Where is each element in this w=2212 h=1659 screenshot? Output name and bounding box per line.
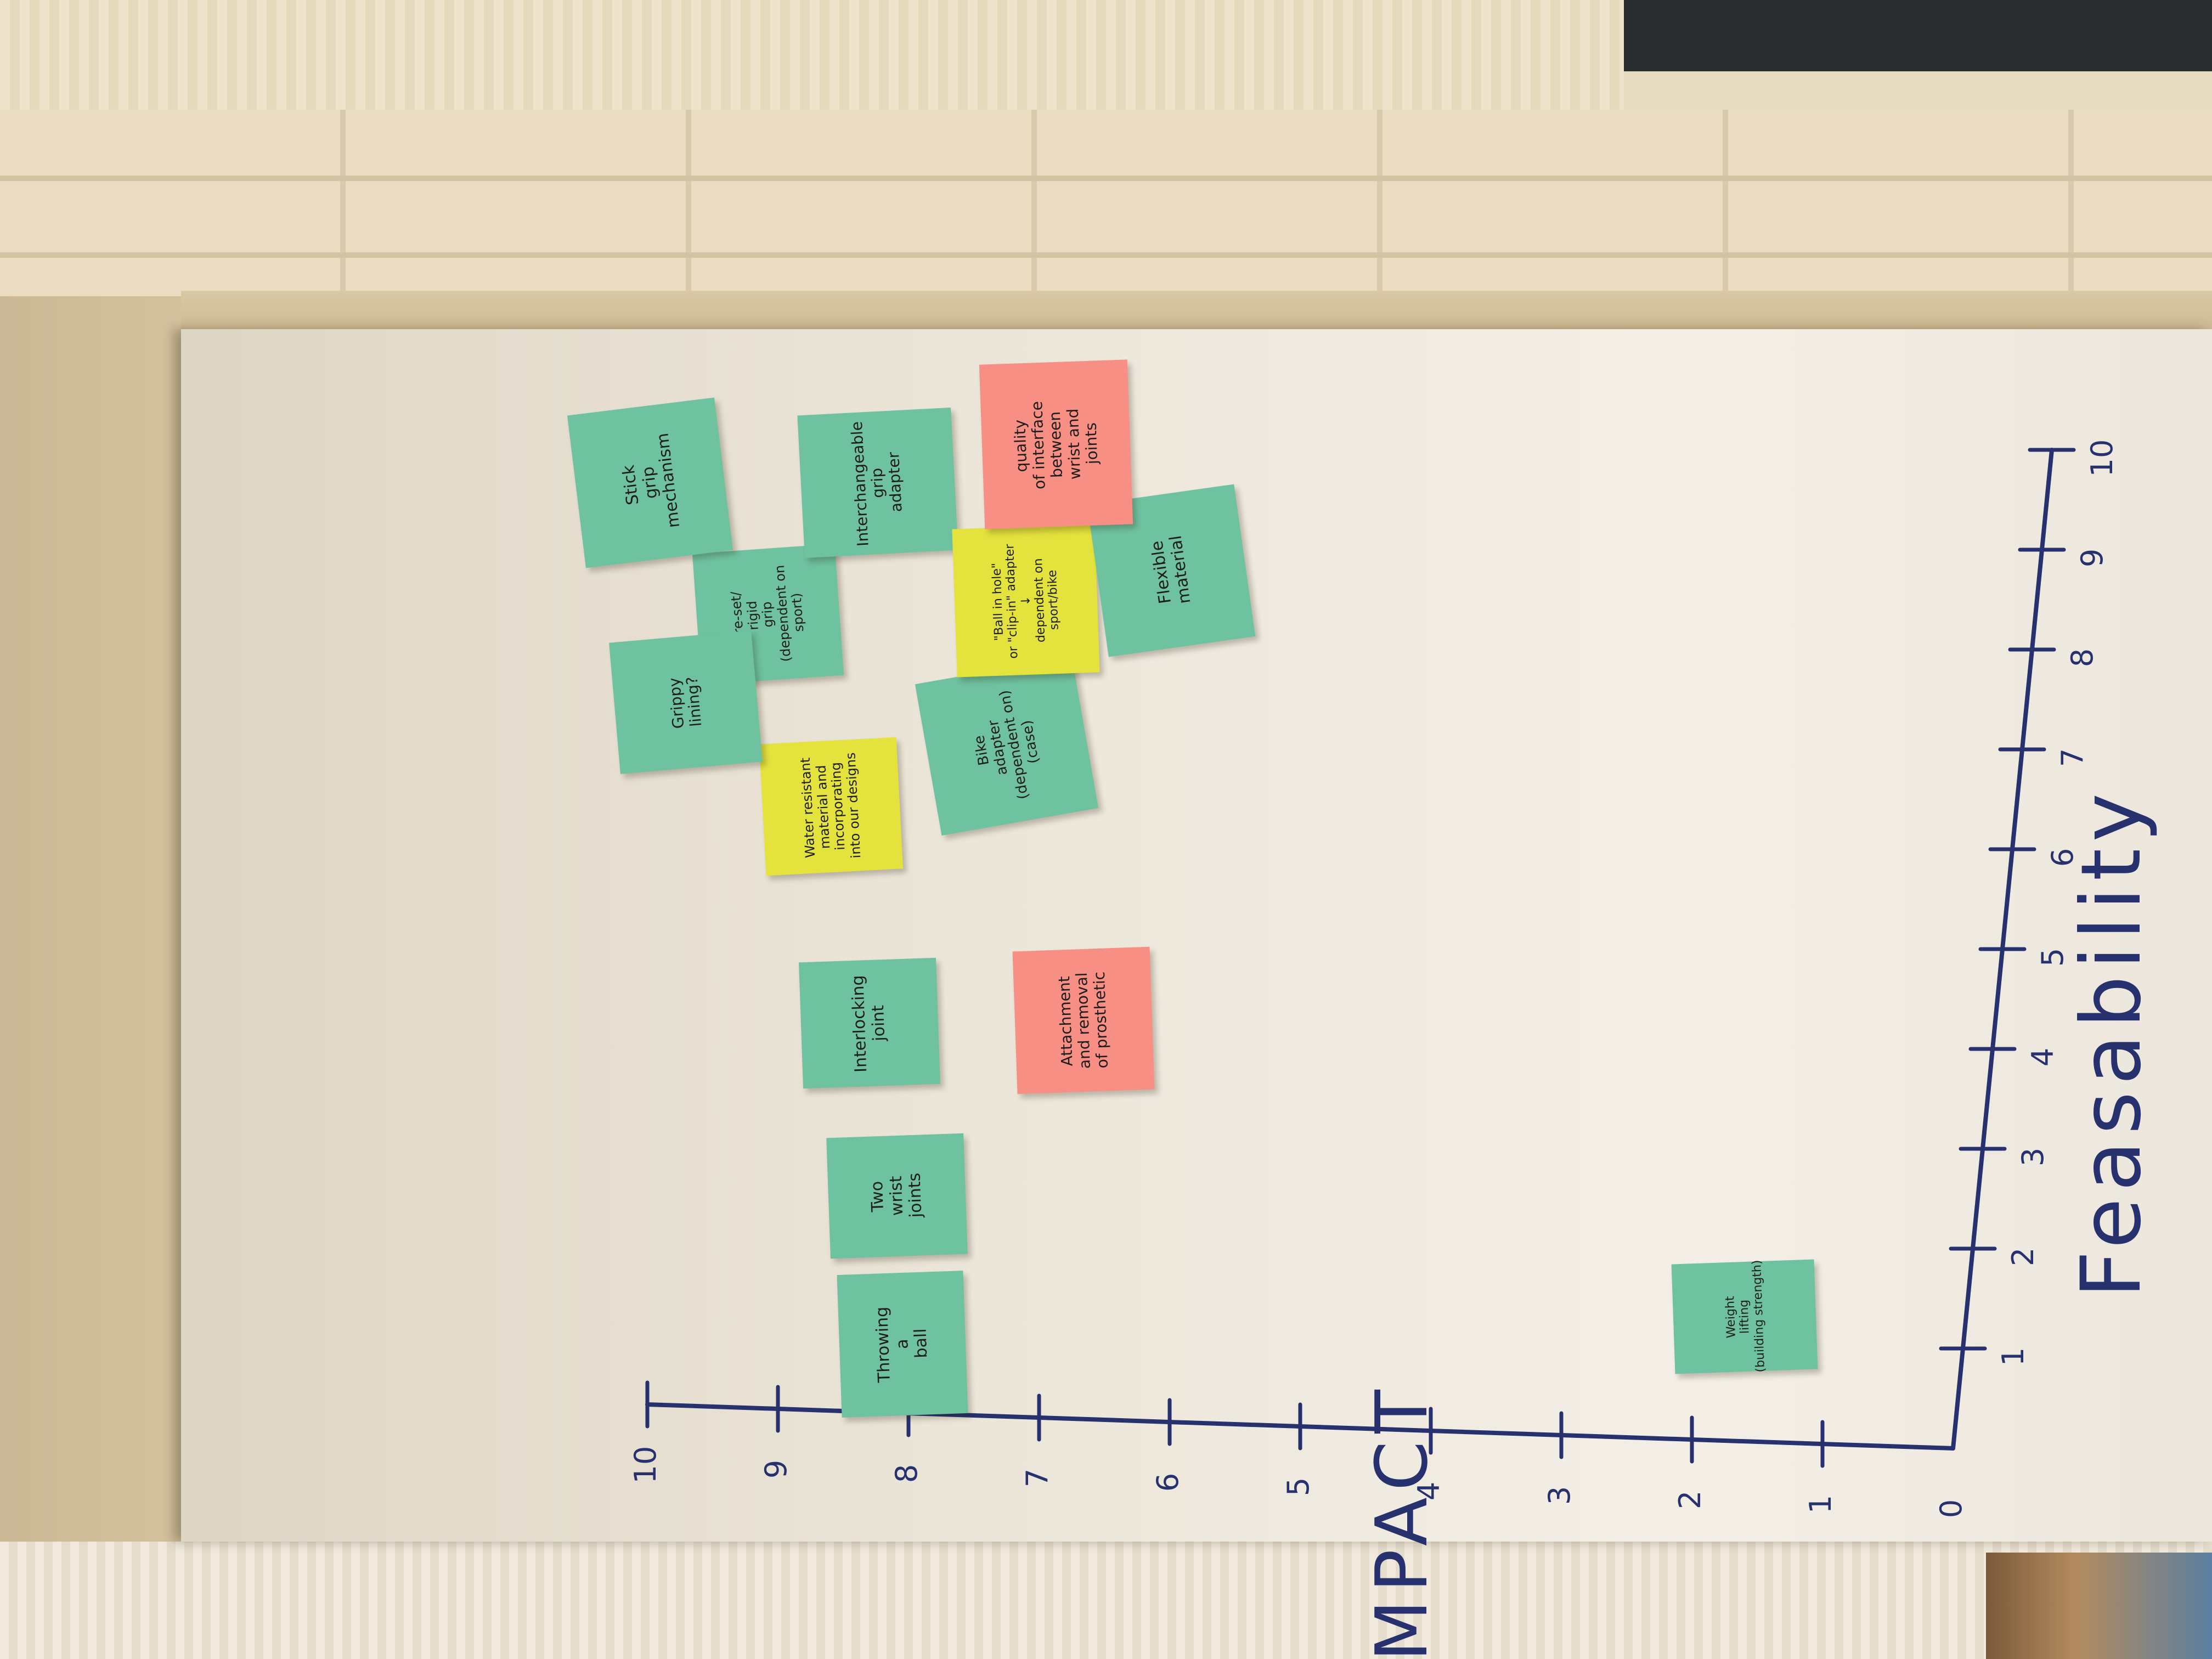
cinderblock-wall <box>0 110 2212 307</box>
window <box>1624 0 2212 71</box>
feasability-tick-label: 1 <box>1996 1347 2030 1366</box>
sticky-note-text: Two wrist joints <box>867 1172 926 1218</box>
feasability-tick-label: 6 <box>2045 848 2080 867</box>
sticky-note-text: Throwing a ball <box>872 1306 932 1383</box>
feasability-tick-label: 9 <box>2075 549 2109 567</box>
impact-tick-label: 6 <box>1150 1473 1185 1492</box>
impact-tick-label: 9 <box>759 1460 793 1479</box>
feasability-tick-label: 4 <box>2025 1048 2060 1066</box>
sticky-note: Weight lifting (building strength) <box>1671 1259 1818 1374</box>
sticky-note: Two wrist joints <box>826 1133 968 1259</box>
sticky-note: Stick grip mechanism <box>567 397 733 568</box>
sticky-note-text: Interchangeable grip adapter <box>847 420 906 547</box>
window-blind-bottom <box>0 1542 2212 1659</box>
sticky-note-text: Attachment and removal of prosthetic <box>1054 971 1112 1069</box>
feasability-tick-label: 7 <box>2055 748 2090 767</box>
sticky-note-text: Bike adapter (dependent on) (case) <box>971 689 1042 801</box>
impact-tick-label: 2 <box>1673 1491 1707 1509</box>
sticky-note-text: "Ball in hole" or "clip-in" adapter ↓ de… <box>990 543 1062 659</box>
impact-tick-label: 8 <box>889 1464 924 1483</box>
sticky-note-text: Water resistant material and incorporati… <box>798 752 864 859</box>
sticky-note: Attachment and removal of prosthetic <box>1012 946 1155 1094</box>
impact-axis-label: IMPACT <box>1360 1382 1443 1659</box>
impact-tick-label: 10 <box>628 1446 663 1484</box>
feasability-tick-label: 8 <box>2065 648 2100 667</box>
impact-tick-label: 4 <box>1412 1482 1446 1500</box>
feasability-tick-label: 3 <box>2016 1148 2050 1166</box>
sticky-note-text: Interlocking joint <box>848 974 889 1073</box>
sticky-note: quality of interface between wrist and j… <box>979 359 1133 529</box>
sticky-note: Throwing a ball <box>837 1271 968 1418</box>
impact-tick-label: 3 <box>1542 1486 1577 1505</box>
sticky-note: Interlocking joint <box>799 957 940 1089</box>
sticky-note-text: Weight lifting (building strength) <box>1723 1260 1768 1373</box>
feasability-tick-label: 2 <box>2006 1248 2040 1266</box>
feasability-tick-label: 10 <box>2085 439 2119 477</box>
sticky-note-text: Grippy lining? <box>665 675 706 730</box>
sticky-note-text: quality of interface between wrist and j… <box>1010 400 1101 490</box>
impact-tick-label: 7 <box>1020 1469 1054 1487</box>
window-blind-top <box>0 0 1624 110</box>
sticky-note: Bike adapter (dependent on) (case) <box>915 656 1099 836</box>
feasability-axis-label: Feasability <box>2064 787 2159 1298</box>
sticky-note: "Ball in hole" or "clip-in" adapter ↓ de… <box>952 524 1100 678</box>
sticky-note: Water resistant material and incorporati… <box>759 737 904 876</box>
impact-tick-label: 1 <box>1803 1495 1838 1514</box>
sticky-note: Interchangeable grip adapter <box>797 407 958 558</box>
shelf-items <box>1986 1553 2212 1659</box>
sticky-note: Grippy lining? <box>609 630 763 774</box>
sticky-note-text: Flexible material <box>1147 534 1195 605</box>
impact-tick-label: 5 <box>1281 1477 1316 1496</box>
sticky-note-text: Stick grip mechanism <box>619 432 684 529</box>
impact-tick-label: 0 <box>1934 1499 1968 1518</box>
feasability-tick-label: 5 <box>2035 948 2070 967</box>
